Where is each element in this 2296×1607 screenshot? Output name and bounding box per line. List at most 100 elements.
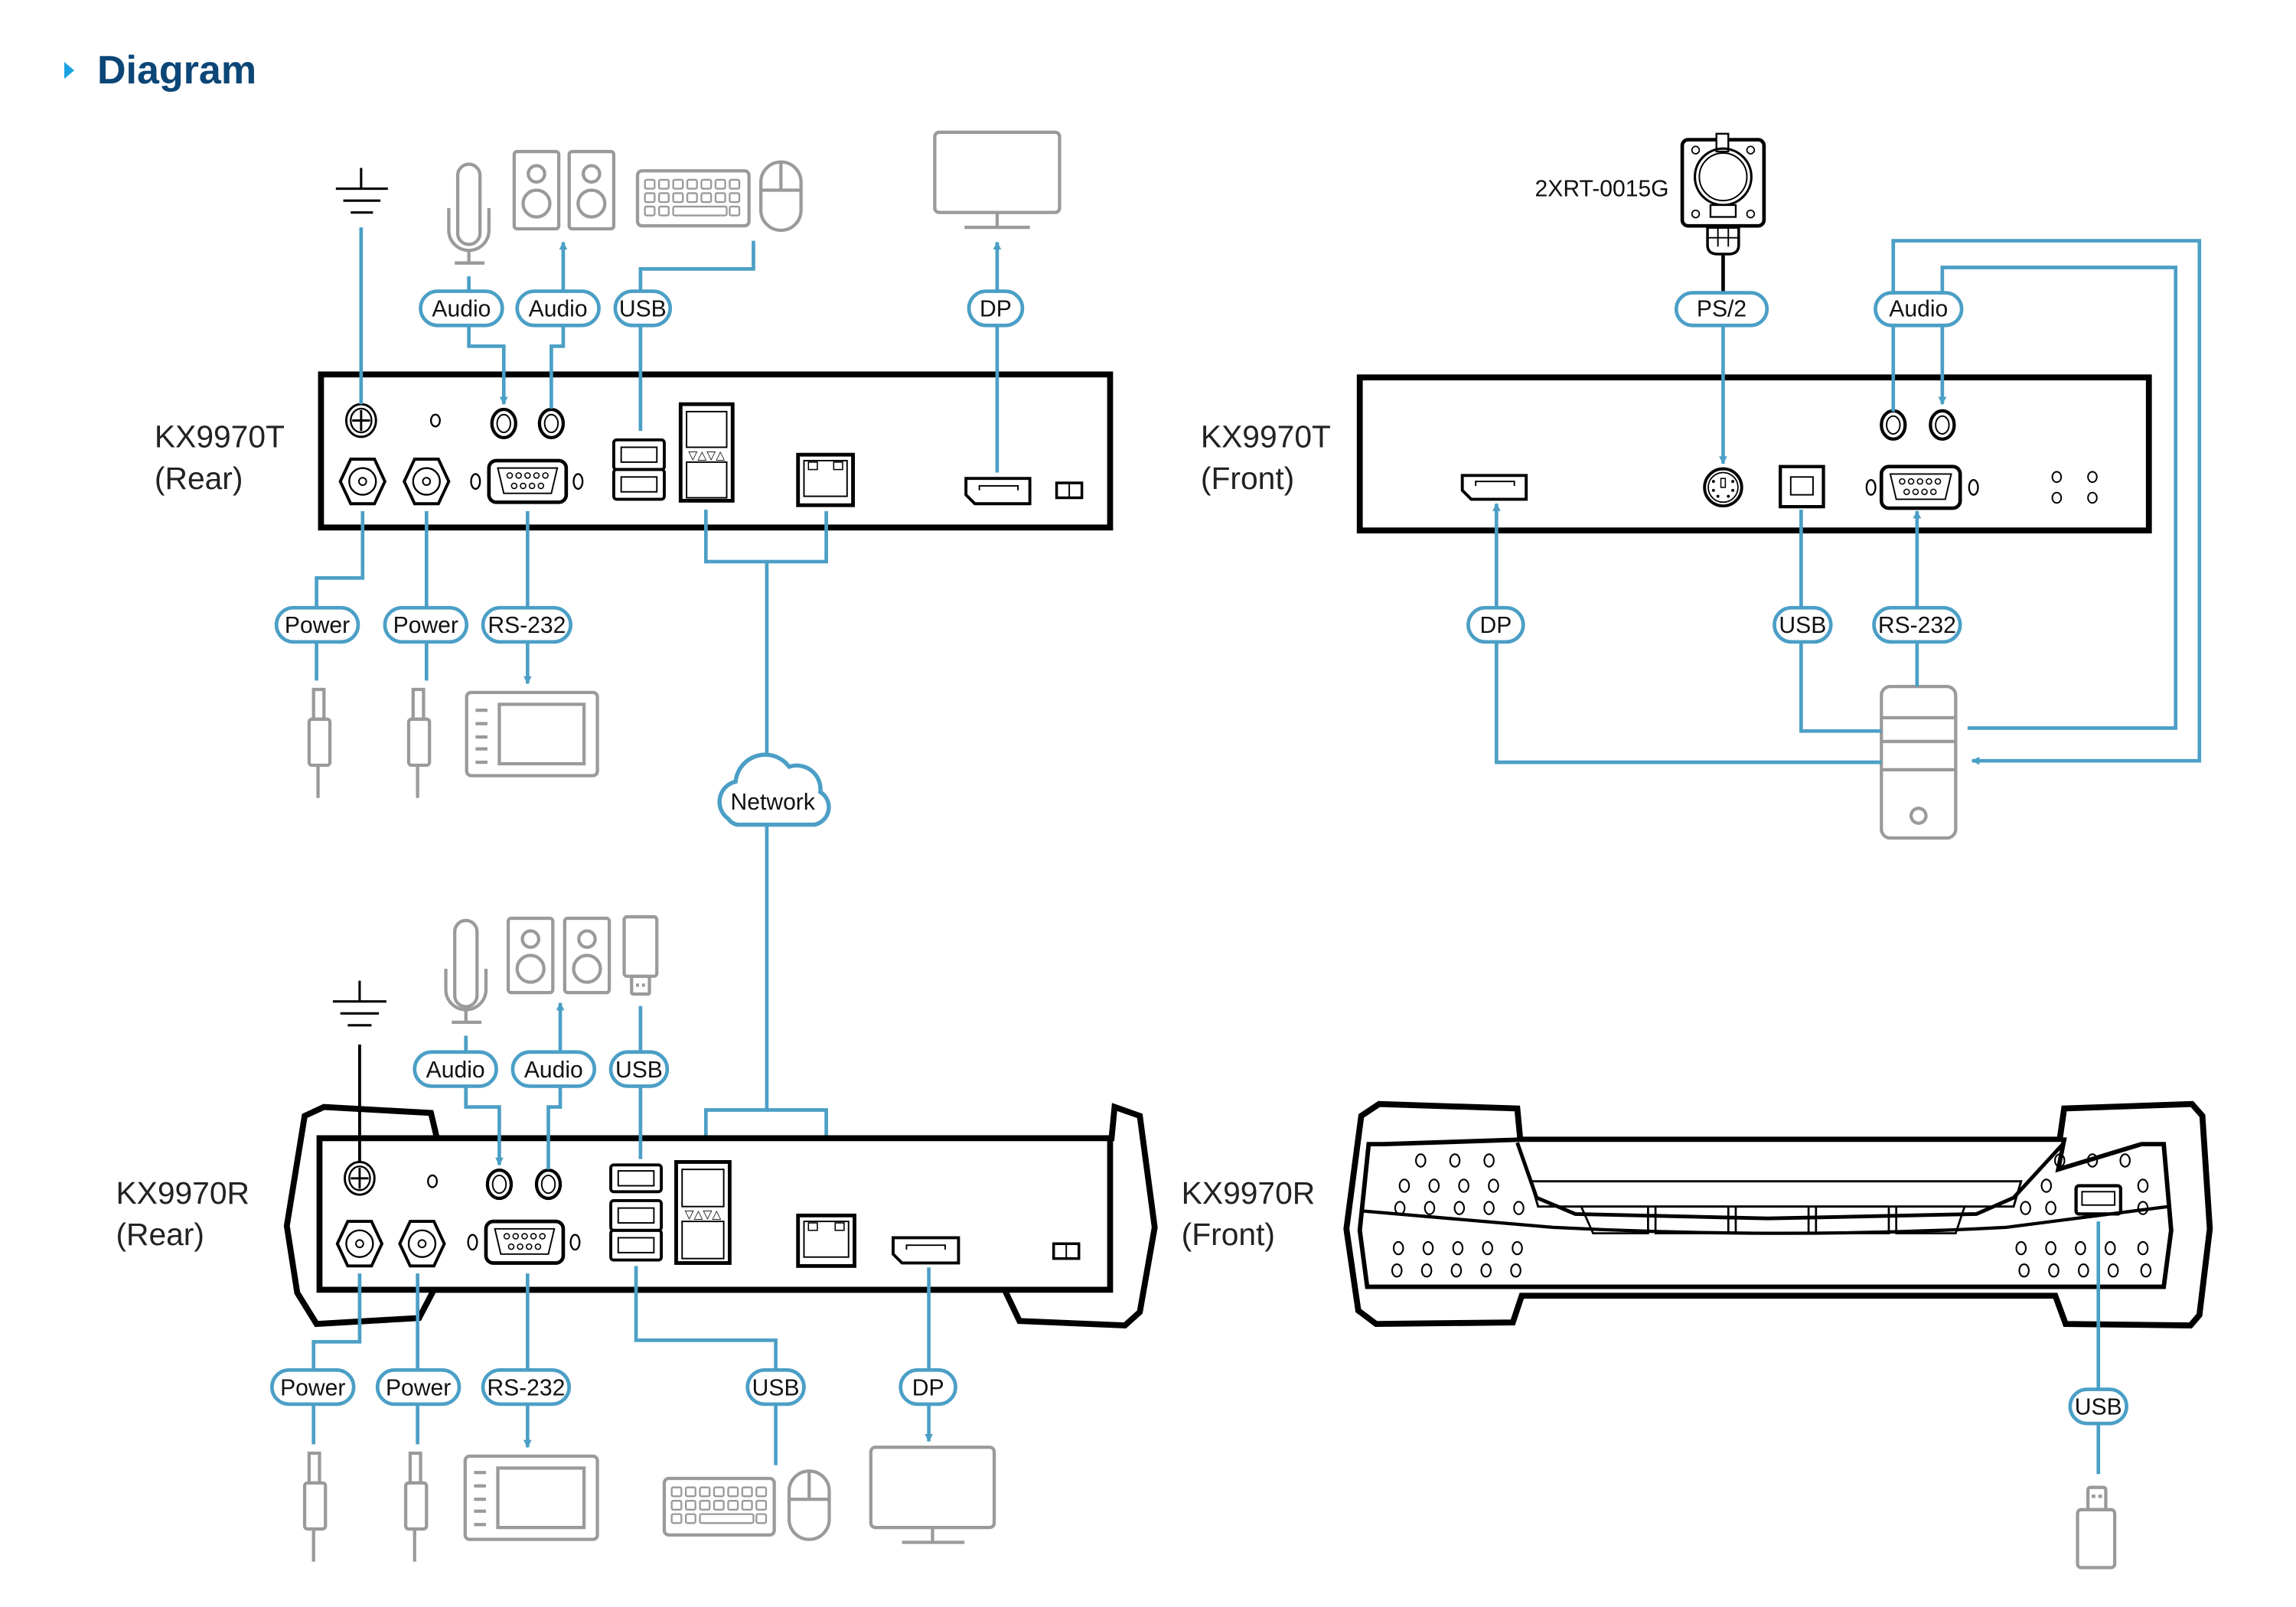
- tx-rear-group: KX9970T (Rear): [155, 130, 1114, 798]
- key: [672, 178, 684, 190]
- svg-text:Power: Power: [386, 1375, 451, 1400]
- key: [699, 1513, 755, 1524]
- rs232-port: [470, 458, 584, 504]
- usb-a-ports: [609, 1163, 664, 1262]
- label-audio: Audio: [1874, 291, 1964, 328]
- dip-switch: [1055, 481, 1084, 500]
- vent-hole: [1513, 1201, 1525, 1215]
- label-audio-out: Audio: [515, 289, 601, 328]
- monitor-icon: [933, 130, 1062, 230]
- vent-hole: [2078, 1263, 2089, 1278]
- vent-hole: [2053, 1153, 2066, 1168]
- svg-text:USB: USB: [752, 1375, 800, 1400]
- vent-hole: [1450, 1263, 1463, 1278]
- label-power-1: Power: [270, 1367, 356, 1407]
- vent-hole: [1422, 1240, 1434, 1256]
- vent-hole: [1483, 1153, 1495, 1168]
- led-indicators: [2051, 471, 2098, 504]
- ground-screw-port: [344, 1160, 376, 1196]
- svg-text:RS-232: RS-232: [488, 613, 566, 638]
- dip-switch: [1052, 1242, 1081, 1260]
- vent-holes: [1391, 1153, 2152, 1278]
- audio-speaker-port: [537, 407, 566, 439]
- key: [729, 192, 741, 204]
- tx-front-view: (Front): [1201, 461, 1294, 496]
- usb-flash-drive-icon: [2076, 1485, 2117, 1570]
- vent-hole: [1512, 1240, 1523, 1256]
- audio-mic-port: [490, 407, 517, 439]
- vent-hole: [1488, 1178, 1499, 1193]
- vent-hole: [2140, 1263, 2152, 1278]
- rx-rear-group: KX9970R (Rear): [116, 914, 1158, 1562]
- tx-rear-name: KX9970T: [155, 419, 285, 454]
- keyboard-icon: [662, 1476, 776, 1537]
- network-cloud: Network: [717, 752, 831, 827]
- mouse-icon: [759, 160, 803, 233]
- key: [755, 1486, 768, 1498]
- key: [741, 1486, 753, 1498]
- svg-text:USB: USB: [1779, 613, 1826, 638]
- vent-hole: [1482, 1240, 1493, 1256]
- vent-hole: [2040, 1178, 2053, 1193]
- label-usb: USB: [1773, 605, 1833, 644]
- rx-front-group: KX9970R (Front) USB: [1182, 1100, 2213, 1570]
- key: [686, 192, 698, 204]
- key: [700, 192, 713, 204]
- key: [684, 1513, 696, 1524]
- key: [727, 1486, 739, 1498]
- label-audio-out: Audio: [510, 1050, 597, 1088]
- vent-hole: [2048, 1263, 2060, 1278]
- svg-text:Audio: Audio: [432, 297, 491, 322]
- key: [658, 205, 670, 217]
- svg-text:Power: Power: [280, 1375, 345, 1400]
- camera-model-label: 2XRT-0015G: [1535, 176, 1669, 201]
- led-indicator: [427, 1174, 439, 1188]
- label-audio-in: Audio: [413, 1050, 498, 1088]
- serial-device-icon: [465, 690, 599, 777]
- dual-lan-ports: ▽△▽△: [674, 1160, 732, 1265]
- key: [684, 1500, 696, 1511]
- svg-text:USB: USB: [615, 1058, 663, 1083]
- tx-rear-view: (Rear): [155, 461, 243, 496]
- section-header: Diagram: [64, 47, 256, 93]
- key: [700, 178, 713, 190]
- speakers-icon: [506, 916, 612, 995]
- vent-hole: [2045, 1201, 2056, 1215]
- microphone-icon: [444, 918, 488, 1025]
- lan-port: [796, 1213, 856, 1268]
- vent-hole: [2045, 1240, 2056, 1256]
- power-adapter-icon: [307, 687, 332, 798]
- key: [729, 205, 741, 217]
- svg-text:USB: USB: [619, 297, 667, 322]
- key: [755, 1500, 768, 1511]
- svg-text:Audio: Audio: [524, 1058, 583, 1083]
- ground-icon: [335, 168, 388, 214]
- key: [672, 192, 684, 204]
- vent-hole: [1420, 1263, 1433, 1278]
- rx-rear-view: (Rear): [116, 1217, 204, 1252]
- key: [741, 1500, 753, 1511]
- vent-hole: [1398, 1178, 1411, 1193]
- key: [713, 1500, 725, 1511]
- label-rs232: RS-232: [481, 1367, 572, 1407]
- tx-front-panel: [1356, 374, 2152, 534]
- key: [699, 1486, 711, 1498]
- key: [670, 1486, 683, 1498]
- vent-hole: [1458, 1178, 1469, 1193]
- label-dp: DP: [1466, 605, 1525, 644]
- key: [714, 178, 726, 190]
- vent-hole: [2018, 1263, 2030, 1278]
- key: [729, 178, 741, 190]
- led-indicator: [429, 413, 441, 428]
- power-adapter-icon: [403, 1451, 429, 1562]
- lan-port: [796, 452, 855, 507]
- rs232-port: [1865, 464, 1979, 510]
- tx-front-group: KX9970T (Front) 2XRT-0015G: [1201, 132, 2202, 840]
- key: [714, 192, 726, 204]
- key: [713, 1486, 725, 1498]
- key: [644, 178, 656, 190]
- vent-hole: [1391, 1263, 1403, 1278]
- svg-text:▽△▽△: ▽△▽△: [685, 1208, 722, 1221]
- svg-text:PS/2: PS/2: [1697, 297, 1746, 322]
